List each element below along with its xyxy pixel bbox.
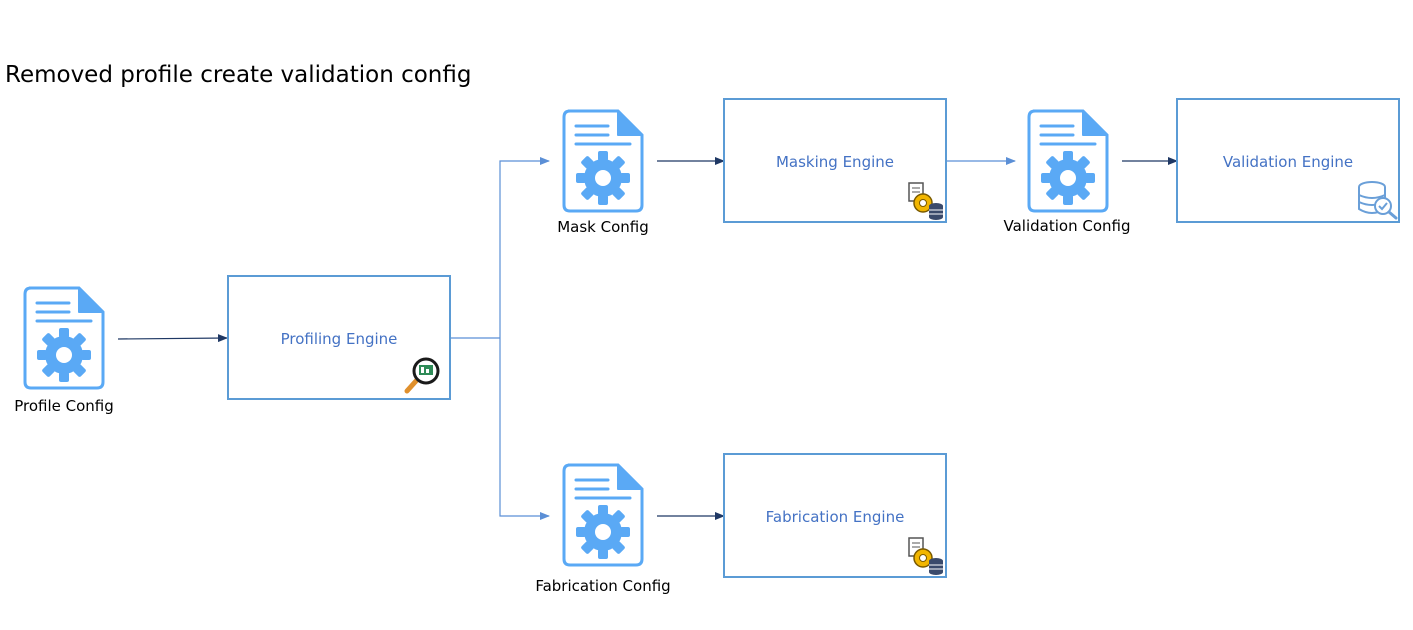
fabrication-engine-box: Fabrication Engine: [723, 453, 947, 578]
magnifier-chart-icon: [404, 357, 440, 394]
validation-engine-box: Validation Engine: [1176, 98, 1400, 223]
profile-config-icon: [23, 286, 105, 390]
config-document-icon: [562, 463, 644, 567]
validation-config-icon: [1027, 109, 1109, 213]
arrow-profile-to-profiling: [117, 334, 228, 343]
config-document-icon: [1027, 109, 1109, 213]
validation-engine-label: Validation Engine: [1222, 153, 1354, 171]
validation-config-label: Validation Config: [1003, 217, 1131, 235]
profile-config-label: Profile Config: [14, 397, 114, 415]
fabrication-config-icon: [562, 463, 644, 567]
fabrication-config-label: Fabrication Config: [535, 577, 671, 595]
fabrication-engine-label: Fabrication Engine: [765, 508, 905, 526]
masking-engine-box: Masking Engine: [723, 98, 947, 223]
document-gear-database-icon: [908, 537, 943, 575]
profiling-engine-box: Profiling Engine: [227, 275, 451, 400]
mask-config-label: Mask Config: [557, 218, 649, 236]
config-document-icon: [23, 286, 105, 390]
diagram-title: Removed profile create validation config: [5, 62, 472, 88]
mask-config-icon: [562, 109, 644, 213]
arrow-branch-to-mask: [499, 157, 550, 338]
config-document-icon: [562, 109, 644, 213]
database-check-icon: [1358, 181, 1398, 220]
masking-engine-label: Masking Engine: [775, 153, 894, 171]
document-gear-database-icon: [908, 182, 943, 220]
profiling-engine-label: Profiling Engine: [280, 330, 398, 348]
arrow-branch-to-fabrication: [499, 338, 550, 520]
